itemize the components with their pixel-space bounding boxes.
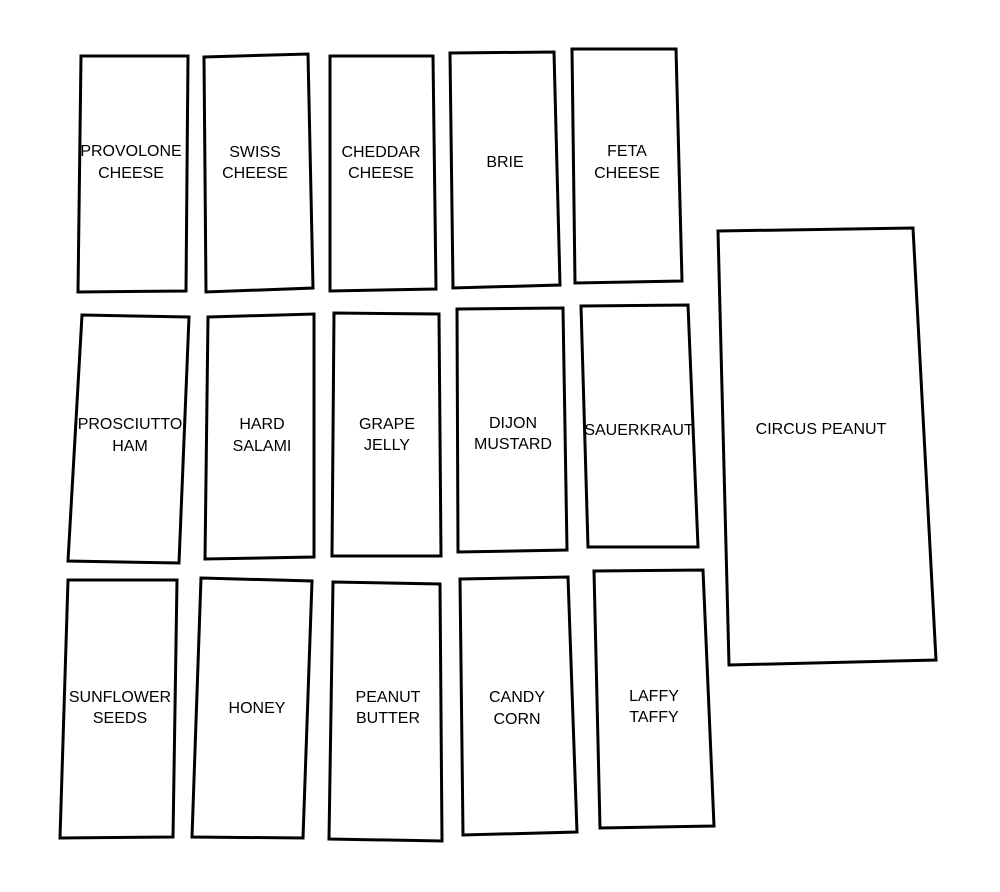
card-outline [570,47,684,285]
card-label-line: PEANUT [356,689,421,706]
card-label-line: FETA [607,143,647,160]
card-outline [455,306,569,554]
card-outline [76,54,190,294]
card-peanut-butter[interactable]: PEANUT BUTTER [327,580,444,843]
card-outline [190,576,314,840]
card-label-line: CHEDDAR [341,144,420,161]
card-label-line: SUNFLOWER [69,689,171,706]
card-label-line: CHEESE [222,165,288,182]
card-outline [327,580,444,843]
card-brie[interactable]: BRIE [448,50,562,290]
card-label-line: TAFFY [629,709,679,726]
card-label-line: HAM [112,438,148,455]
card-label-line: CIRCUS PEANUT [756,421,887,438]
card-label-line: CHEESE [98,165,164,182]
card-label-line: MUSTARD [474,436,552,453]
card-laffy-taffy[interactable]: LAFFY TAFFY [592,568,716,830]
card-label-line: SAUERKRAUT [584,422,694,439]
card-label-line: SALAMI [233,438,292,455]
card-label-line: PROSCIUTTO [78,416,183,433]
card-outline [579,303,700,549]
card-outline [592,568,716,830]
card-label-line: SEEDS [93,710,147,727]
card-feta-cheese[interactable]: FETA CHEESE [570,47,684,285]
card-label-line: CHEESE [348,165,414,182]
card-label-line: JELLY [364,437,410,454]
card-swiss-cheese[interactable]: SWISS CHEESE [202,52,315,294]
card-honey[interactable]: HONEY [190,576,314,840]
card-provolone-cheese[interactable]: PROVOLONE CHEESE [76,54,190,294]
card-label-line: CANDY [489,689,545,706]
card-grape-jelly[interactable]: GRAPE JELLY [330,311,443,558]
card-label-line: HONEY [229,700,286,717]
card-circus-peanut[interactable]: CIRCUS PEANUT [716,226,938,667]
card-cheddar-cheese[interactable]: CHEDDAR CHEESE [328,54,438,293]
card-label-line: HARD [239,416,284,433]
card-label-line: BRIE [486,154,523,171]
card-dijon-mustard[interactable]: DIJON MUSTARD [455,306,569,554]
card-outline [716,226,938,667]
card-hard-salami[interactable]: HARD SALAMI [203,312,316,561]
card-outline [328,54,438,293]
card-label-line: SWISS [229,144,281,161]
card-label-line: PROVOLONE [80,143,181,160]
card-label-line: BUTTER [356,710,420,727]
card-sauerkraut[interactable]: SAUERKRAUT [579,303,700,549]
card-label-line: CHEESE [594,165,660,182]
card-outline [66,313,191,565]
card-label-line: GRAPE [359,416,415,433]
card-prosciutto-ham[interactable]: PROSCIUTTO HAM [66,313,191,565]
card-outline [448,50,562,290]
card-candy-corn[interactable]: CANDY CORN [458,575,579,837]
card-outline [202,52,315,294]
card-outline [330,311,443,558]
card-outline [203,312,316,561]
card-label-line: LAFFY [629,688,679,705]
card-sunflower-seeds[interactable]: SUNFLOWER SEEDS [58,578,179,840]
card-outline [58,578,179,840]
card-outline [458,575,579,837]
card-label-line: DIJON [489,415,537,432]
card-label-line: CORN [493,711,540,728]
